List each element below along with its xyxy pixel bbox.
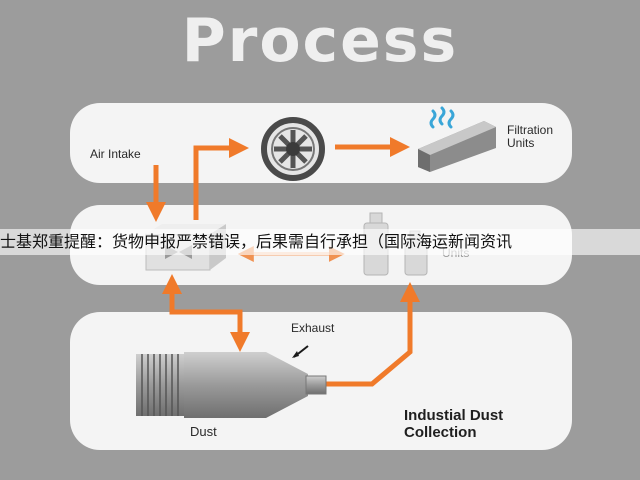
exhaust-to-bottles-arrow	[326, 282, 420, 387]
return-to-fan-arrow	[193, 138, 249, 220]
air-intake-label: Air Intake	[90, 147, 141, 161]
watermark-banner: 士基郑重提醒：货物申报严禁错误，后果需自行承担（国际海运新闻资讯	[0, 229, 640, 255]
page-title: Process	[181, 6, 459, 76]
valve-to-collector-arrow	[162, 274, 250, 352]
exhaust-label: Exhaust	[291, 321, 335, 335]
fan-icon	[261, 117, 325, 181]
collector-icon	[136, 352, 327, 418]
filter-block-icon	[418, 121, 496, 172]
industrial-dust-collection-label: Industial Dust Collection	[404, 407, 504, 441]
dust-label: Dust	[190, 424, 217, 439]
filtration-units-label: Filtration Units	[507, 123, 554, 150]
steam-icon	[429, 106, 455, 129]
